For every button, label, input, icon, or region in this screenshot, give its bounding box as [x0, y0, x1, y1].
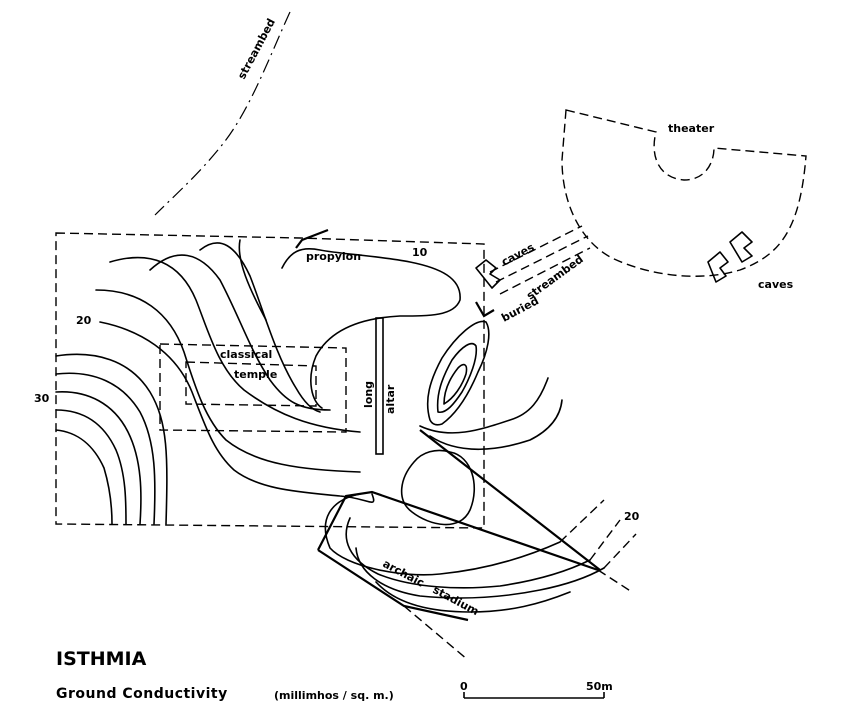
stadium-starting-line: [419, 429, 601, 571]
caves-right-symbol: [707, 231, 753, 283]
contour-line: [55, 391, 142, 525]
stadium-dashed-edge: [603, 533, 637, 569]
stadium-dashed-edge: [589, 519, 621, 561]
contour-line: [95, 289, 361, 473]
label-streambed-buried: streambed: [524, 253, 586, 303]
contour-line: [55, 353, 168, 525]
map-title: ISTHMIA: [56, 648, 147, 670]
label-contour-10: 10: [412, 246, 428, 259]
caves-upper-wall: [475, 301, 495, 318]
label-contour-30: 30: [34, 392, 50, 405]
label-caves-right: caves: [758, 278, 794, 291]
buried-streambed-line-3: [499, 247, 591, 295]
stadium-dashed-edge: [597, 569, 633, 593]
buried-streambed-line-2: [495, 235, 589, 283]
propylon-wall: [295, 228, 329, 249]
contour-line: [443, 363, 468, 405]
classical-temple-outline: [159, 343, 347, 433]
contour-line: [419, 377, 549, 434]
label-propylon: propylon: [306, 250, 361, 263]
theater-outline: [561, 109, 807, 277]
contour-line: [426, 320, 490, 426]
contour-line: [238, 239, 267, 321]
map-subtitle: Ground Conductivity: [56, 686, 228, 702]
contour-line: [429, 399, 563, 451]
label-contour-20-left: 20: [76, 314, 92, 327]
temple-inner-outline: [185, 361, 317, 407]
label-streambed-north: streambed: [235, 16, 278, 81]
label-archaic: archaic: [381, 557, 427, 590]
long-altar: [375, 317, 384, 455]
contour-line: [375, 581, 571, 613]
buried-streambed-line-1: [489, 225, 583, 273]
contour-line: [149, 254, 331, 411]
contour-line: [55, 429, 113, 525]
label-contour-20-right: 20: [624, 510, 640, 523]
sanctuary-boundary: [55, 232, 485, 529]
streambed-north-line: [154, 11, 291, 216]
label-altar: altar: [384, 384, 397, 414]
label-temple: temple: [234, 368, 277, 381]
label-theater: theater: [668, 122, 715, 135]
contour-line: [355, 547, 605, 599]
scale-end-label: 50m: [586, 680, 613, 693]
contour-10: [281, 248, 461, 409]
scale-start-label: 0: [460, 680, 468, 693]
contour-line: [345, 517, 591, 589]
contour-line: [55, 372, 156, 525]
contour-line: [400, 449, 475, 526]
map-units: (millimhos / sq. m.): [274, 689, 394, 702]
label-long: long: [362, 381, 375, 408]
label-classical: classical: [220, 348, 272, 361]
caves-upper-symbol: [475, 259, 501, 289]
label-caves-upper: caves: [499, 240, 537, 268]
contour-line: [324, 493, 561, 576]
contour-line: [436, 342, 478, 414]
contour-line: [109, 256, 361, 433]
scale-bar: 0 50m: [460, 680, 613, 699]
stadium-dashed-edge: [559, 499, 605, 543]
contour-line: [55, 409, 127, 525]
contour-line: [199, 242, 321, 413]
